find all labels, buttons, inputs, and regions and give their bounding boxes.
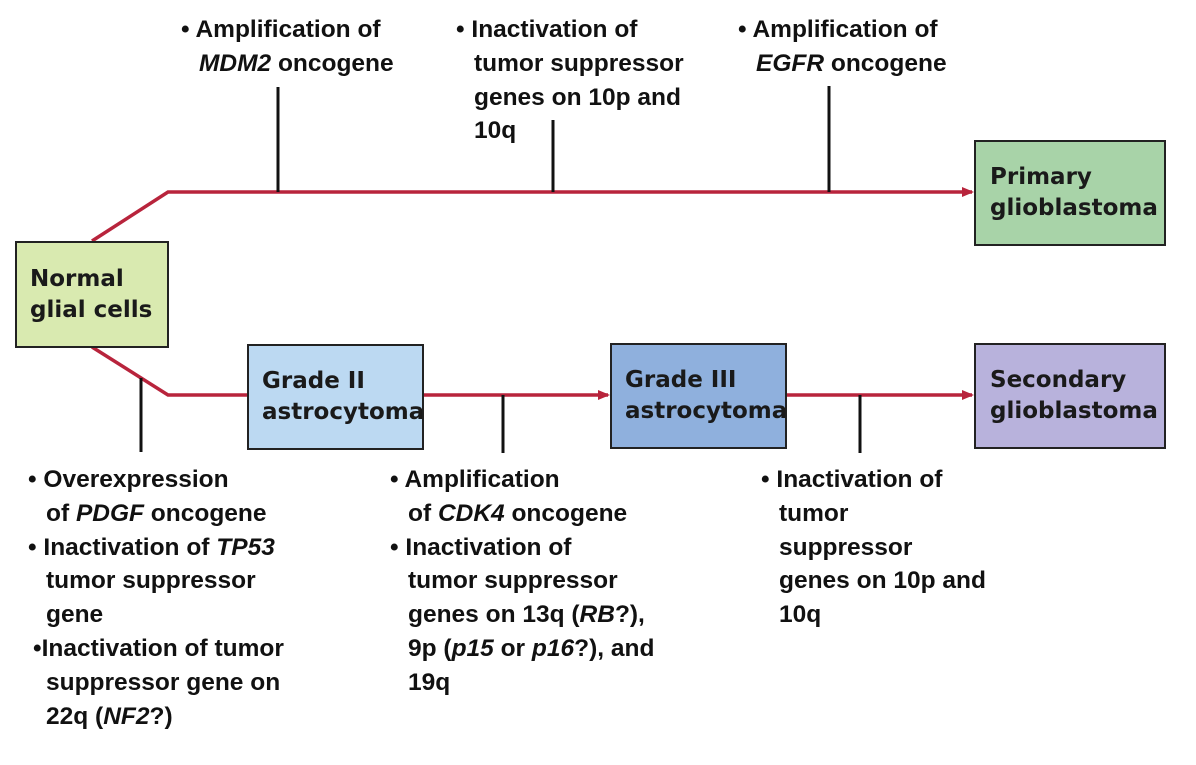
note-line: gene bbox=[46, 601, 104, 629]
note-line: •Inactivation of tumor bbox=[33, 634, 284, 662]
note-line: • Amplification of bbox=[181, 16, 381, 43]
note-line: MDM2 oncogene bbox=[199, 49, 394, 77]
note-line: • Inactivation of bbox=[390, 533, 572, 561]
note-line: tumor suppressor bbox=[474, 49, 684, 77]
box-label-line: Grade II bbox=[262, 368, 365, 394]
secondary-pathway-start-line bbox=[91, 345, 248, 397]
normal-glial-cells-box: Normal glial cells bbox=[15, 241, 169, 348]
note-line: 19q bbox=[408, 668, 451, 696]
secondary-glioblastoma-box: Secondary glioblastoma bbox=[974, 343, 1166, 449]
note-line: of CDK4 oncogene bbox=[408, 499, 628, 527]
note-line: • Inactivation of bbox=[456, 16, 638, 43]
note-tumor-suppressor-top: • Inactivation of tumor suppressor genes… bbox=[456, 13, 684, 148]
note-line: of PDGF oncogene bbox=[46, 499, 267, 527]
note-line: suppressor gene on bbox=[46, 668, 281, 696]
note-line: 22q (NF2?) bbox=[46, 702, 173, 730]
box-label-line: Secondary bbox=[990, 367, 1127, 393]
note-line: EGFR oncogene bbox=[756, 49, 947, 77]
note-line: 10q bbox=[474, 117, 517, 145]
note-pdgf-tp53-nf2: • Overexpression of PDGF oncogene • Inac… bbox=[28, 463, 284, 733]
box-label-line: astrocytoma bbox=[625, 398, 788, 424]
note-line: genes on 10p and bbox=[474, 83, 681, 111]
note-line: tumor suppressor bbox=[408, 567, 618, 595]
box-label-line: astrocytoma bbox=[262, 399, 425, 425]
note-line: • Overexpression bbox=[28, 466, 229, 493]
note-line: tumor bbox=[779, 499, 849, 527]
box-label-line: Normal bbox=[30, 265, 124, 292]
note-line: • Amplification bbox=[390, 466, 560, 493]
box-label-line: Grade III bbox=[625, 367, 737, 393]
note-line: • Inactivation of TP53 bbox=[28, 533, 275, 561]
note-line: tumor suppressor bbox=[46, 567, 256, 595]
note-line: suppressor bbox=[779, 533, 913, 561]
note-mdm2-amplification: • Amplification of MDM2 oncogene bbox=[181, 13, 394, 81]
note-line: • Amplification of bbox=[738, 16, 938, 43]
box-label-line: glial cells bbox=[30, 296, 153, 323]
grade-iii-astrocytoma-box: Grade III astrocytoma bbox=[610, 343, 787, 449]
primary-glioblastoma-box: Primary glioblastoma bbox=[974, 140, 1166, 246]
note-line: 10q bbox=[779, 601, 822, 629]
note-line: • Inactivation of bbox=[761, 466, 943, 493]
box-label-line: Primary bbox=[990, 164, 1092, 190]
box-label-line: glioblastoma bbox=[990, 195, 1158, 221]
note-cdk4-rb-p15-p16: • Amplification of CDK4 oncogene • Inact… bbox=[390, 463, 654, 700]
note-egfr-amplification: • Amplification of EGFR oncogene bbox=[738, 13, 947, 81]
primary-pathway-arrow bbox=[91, 187, 974, 243]
note-tumor-suppressor-bottom: • Inactivation of tumor suppressor genes… bbox=[761, 463, 986, 632]
box-label-line: glioblastoma bbox=[990, 398, 1158, 424]
note-line: 9p (p15 or p16?), and bbox=[408, 634, 655, 662]
note-line: genes on 10p and bbox=[779, 567, 986, 595]
note-line: genes on 13q (RB?), bbox=[408, 601, 645, 629]
grade-ii-astrocytoma-box: Grade II astrocytoma bbox=[247, 344, 424, 450]
